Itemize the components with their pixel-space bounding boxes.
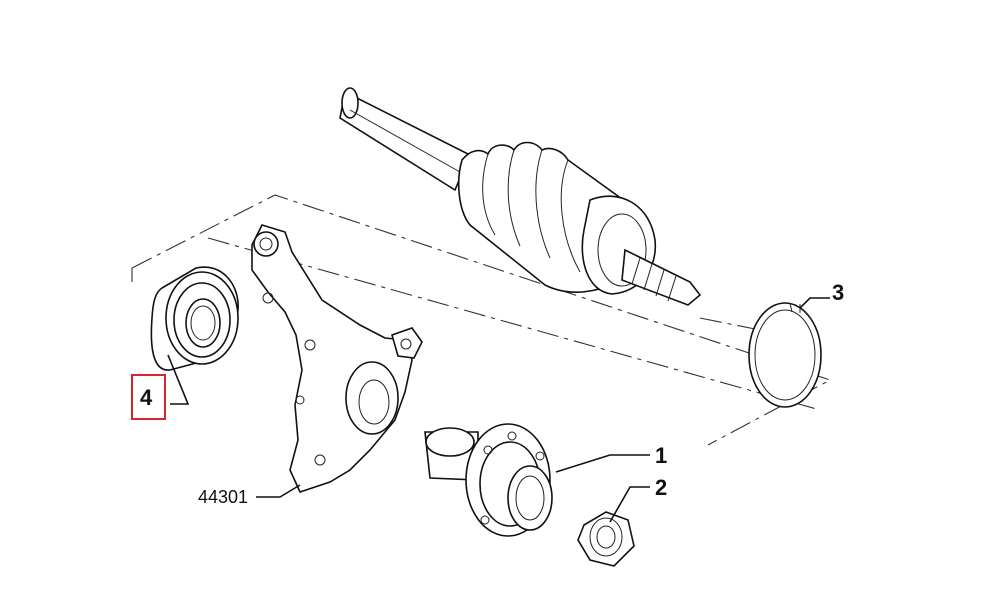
leader-lines: [167, 297, 830, 523]
hub-nut: [577, 511, 635, 567]
drive-shaft: [339, 87, 702, 306]
steering-knuckle: [251, 224, 423, 493]
callout-3-label[interactable]: 3: [832, 280, 844, 305]
wheel-bearing: [150, 266, 239, 371]
callout-4-label[interactable]: 4: [140, 385, 153, 410]
assembly-boundary: [131, 194, 832, 446]
wheel-hub: [424, 423, 553, 537]
callout-1-label[interactable]: 1: [655, 443, 667, 468]
snap-ring: [748, 302, 822, 408]
knuckle-code-label[interactable]: 44301: [198, 487, 248, 507]
callout-2-label[interactable]: 2: [655, 475, 667, 500]
callout-4-highlight: [131, 374, 166, 420]
